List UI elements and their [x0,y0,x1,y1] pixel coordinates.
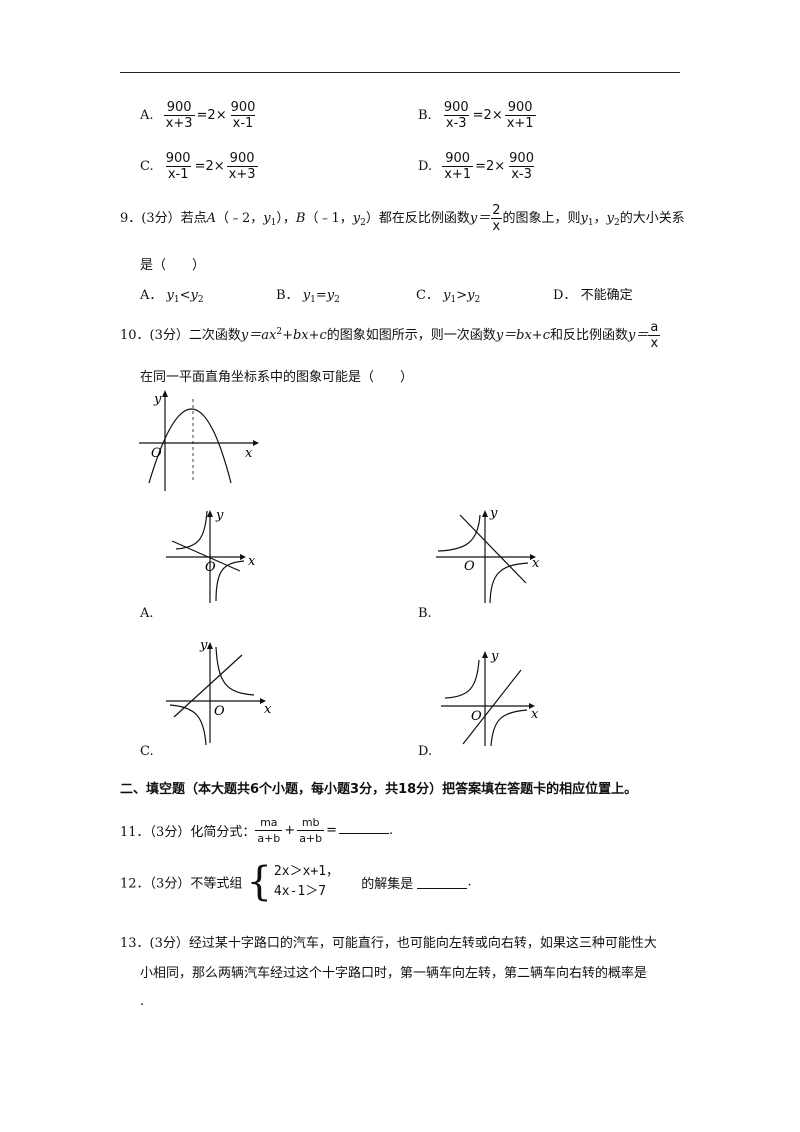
line-graph [459,514,527,584]
option-d-figure[interactable]: y x O [435,648,545,748]
q13-line1: 13．(3分）经过某十字路口的汽车，可能直行，也可能向左转或向右转，如果这三种可… [120,936,657,951]
option-c-label[interactable]: C. [140,744,154,759]
svg-text:O: O [464,559,475,574]
q12: 12．（3分）不等式组 { 2x＞x+1，4x-1＞7 的解集是 . [120,859,472,905]
svg-text:O: O [214,704,225,719]
section-2-title: 二、填空题（本大题共6个小题，每小题3分，共18分）把答案填在答题卡的相应位置上… [120,782,638,797]
option-d-label[interactable]: D. [418,744,433,759]
hyperbola-branch [490,709,528,747]
q10-stem-line2: 在同一平面直角坐标系中的图象可能是（ ） [140,370,414,385]
q9-option-b[interactable]: B． y1=y2 [276,288,340,305]
svg-text:y: y [215,508,224,523]
line-graph [462,669,522,745]
q13-line3: . [140,994,145,1009]
inequality-system: { 2x＞x+1，4x-1＞7 [246,859,340,905]
hyperbola-branch [489,562,529,604]
x-axis-arrow [253,440,259,446]
svg-text:x: x [264,702,272,717]
parabola-figure: y x O [139,390,259,491]
option-b-label[interactable]: B. [418,606,432,621]
parabola-curve [148,408,232,484]
y-axis-arrow [162,390,168,397]
q13-line2: 小相同，那么两辆汽车经过这个十字路口时，第一辆车向左转，第二辆车向右转的概率是 [140,966,648,981]
origin-label: O [151,446,162,461]
svg-text:x: x [248,554,256,569]
hyperbola-branch [175,510,208,550]
q9-stem-line2: 是（ ） [140,258,206,273]
option-a-label[interactable]: A. [140,606,154,621]
hyperbola-branch [215,646,255,696]
y-label: y [153,392,162,407]
svg-text:y: y [490,649,499,664]
x-label: x [245,446,253,461]
option-a-figure[interactable]: y x O [160,505,265,605]
hyperbola-branch [215,560,245,602]
answer-blank[interactable] [417,876,468,889]
q9-option-a[interactable]: A． y1<y2 [140,288,204,305]
svg-text:x: x [531,707,539,722]
line-graph [173,654,243,718]
hyperbola-branch [437,514,481,552]
svg-text:O: O [205,560,216,575]
hyperbola-branch [444,659,480,699]
q10-stem: 10．(3分）二次函数y＝ax2+bx+c的图象如图所示，则一次函数y＝bx+c… [120,320,661,351]
svg-text:y: y [199,638,208,653]
option-c-figure[interactable]: y x O [160,635,280,747]
line-graph [171,540,241,572]
svg-text:O: O [471,709,482,724]
hyperbola-branch [169,704,207,746]
q9-option-c[interactable]: C． y1>y2 [416,288,481,305]
svg-text:x: x [532,556,540,571]
answer-blank[interactable] [339,821,390,834]
option-b-figure[interactable]: y x O [430,505,545,605]
header-rule [120,72,680,73]
svg-text:y: y [489,506,498,521]
q9-option-d[interactable]: D． 不能确定 [553,288,633,303]
